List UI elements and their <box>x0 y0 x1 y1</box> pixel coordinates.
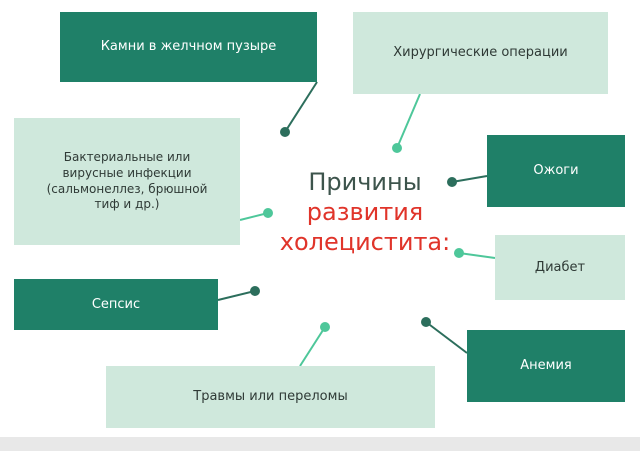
connector-dot-anemia <box>421 317 431 327</box>
connector-dot-burns <box>447 177 457 187</box>
connector-line-burns <box>451 175 488 183</box>
connector-line-diabetes <box>458 252 496 259</box>
center-title-line-1: Причины <box>308 168 422 196</box>
center-title-line-3: холецистита: <box>279 227 451 256</box>
node-sepsis[interactable]: Сепсис <box>14 279 218 330</box>
bottom-strip <box>0 437 640 451</box>
node-gallstones[interactable]: Камни в желчном пузыре <box>60 12 317 82</box>
connector-line-trauma <box>299 326 326 367</box>
connector-dot-diabetes <box>454 248 464 258</box>
connector-line-gallstones <box>284 81 318 133</box>
connector-line-sepsis <box>217 290 256 301</box>
node-gallstones-label: Камни в желчном пузыре <box>100 39 277 55</box>
node-infections[interactable]: Бактериальные или вирусные инфекции (сал… <box>14 118 240 245</box>
connector-dot-trauma <box>320 322 330 332</box>
connector-dot-surgery <box>392 143 402 153</box>
node-diabetes-label: Диабет <box>534 259 586 275</box>
connector-dot-infections <box>263 208 273 218</box>
node-burns-label: Ожоги <box>533 163 579 179</box>
node-surgery[interactable]: Хирургические операции <box>353 12 608 94</box>
connector-line-surgery <box>396 93 421 149</box>
connector-line-anemia <box>425 321 468 354</box>
center-title-line-2: развития <box>306 197 424 226</box>
node-diabetes[interactable]: Диабет <box>495 235 625 300</box>
diagram-center-title: Причины развития холецистита: <box>270 168 460 257</box>
node-trauma[interactable]: Травмы или переломы <box>106 366 435 428</box>
connector-dot-gallstones <box>280 127 290 137</box>
connector-dot-sepsis <box>250 286 260 296</box>
node-surgery-label: Хирургические операции <box>393 45 568 61</box>
node-burns[interactable]: Ожоги <box>487 135 625 207</box>
node-anemia-label: Анемия <box>520 358 572 374</box>
node-trauma-label: Травмы или переломы <box>193 389 348 405</box>
node-infections-label: Бактериальные или вирусные инфекции (сал… <box>46 149 208 212</box>
node-sepsis-label: Сепсис <box>91 296 141 312</box>
node-anemia[interactable]: Анемия <box>467 330 625 402</box>
